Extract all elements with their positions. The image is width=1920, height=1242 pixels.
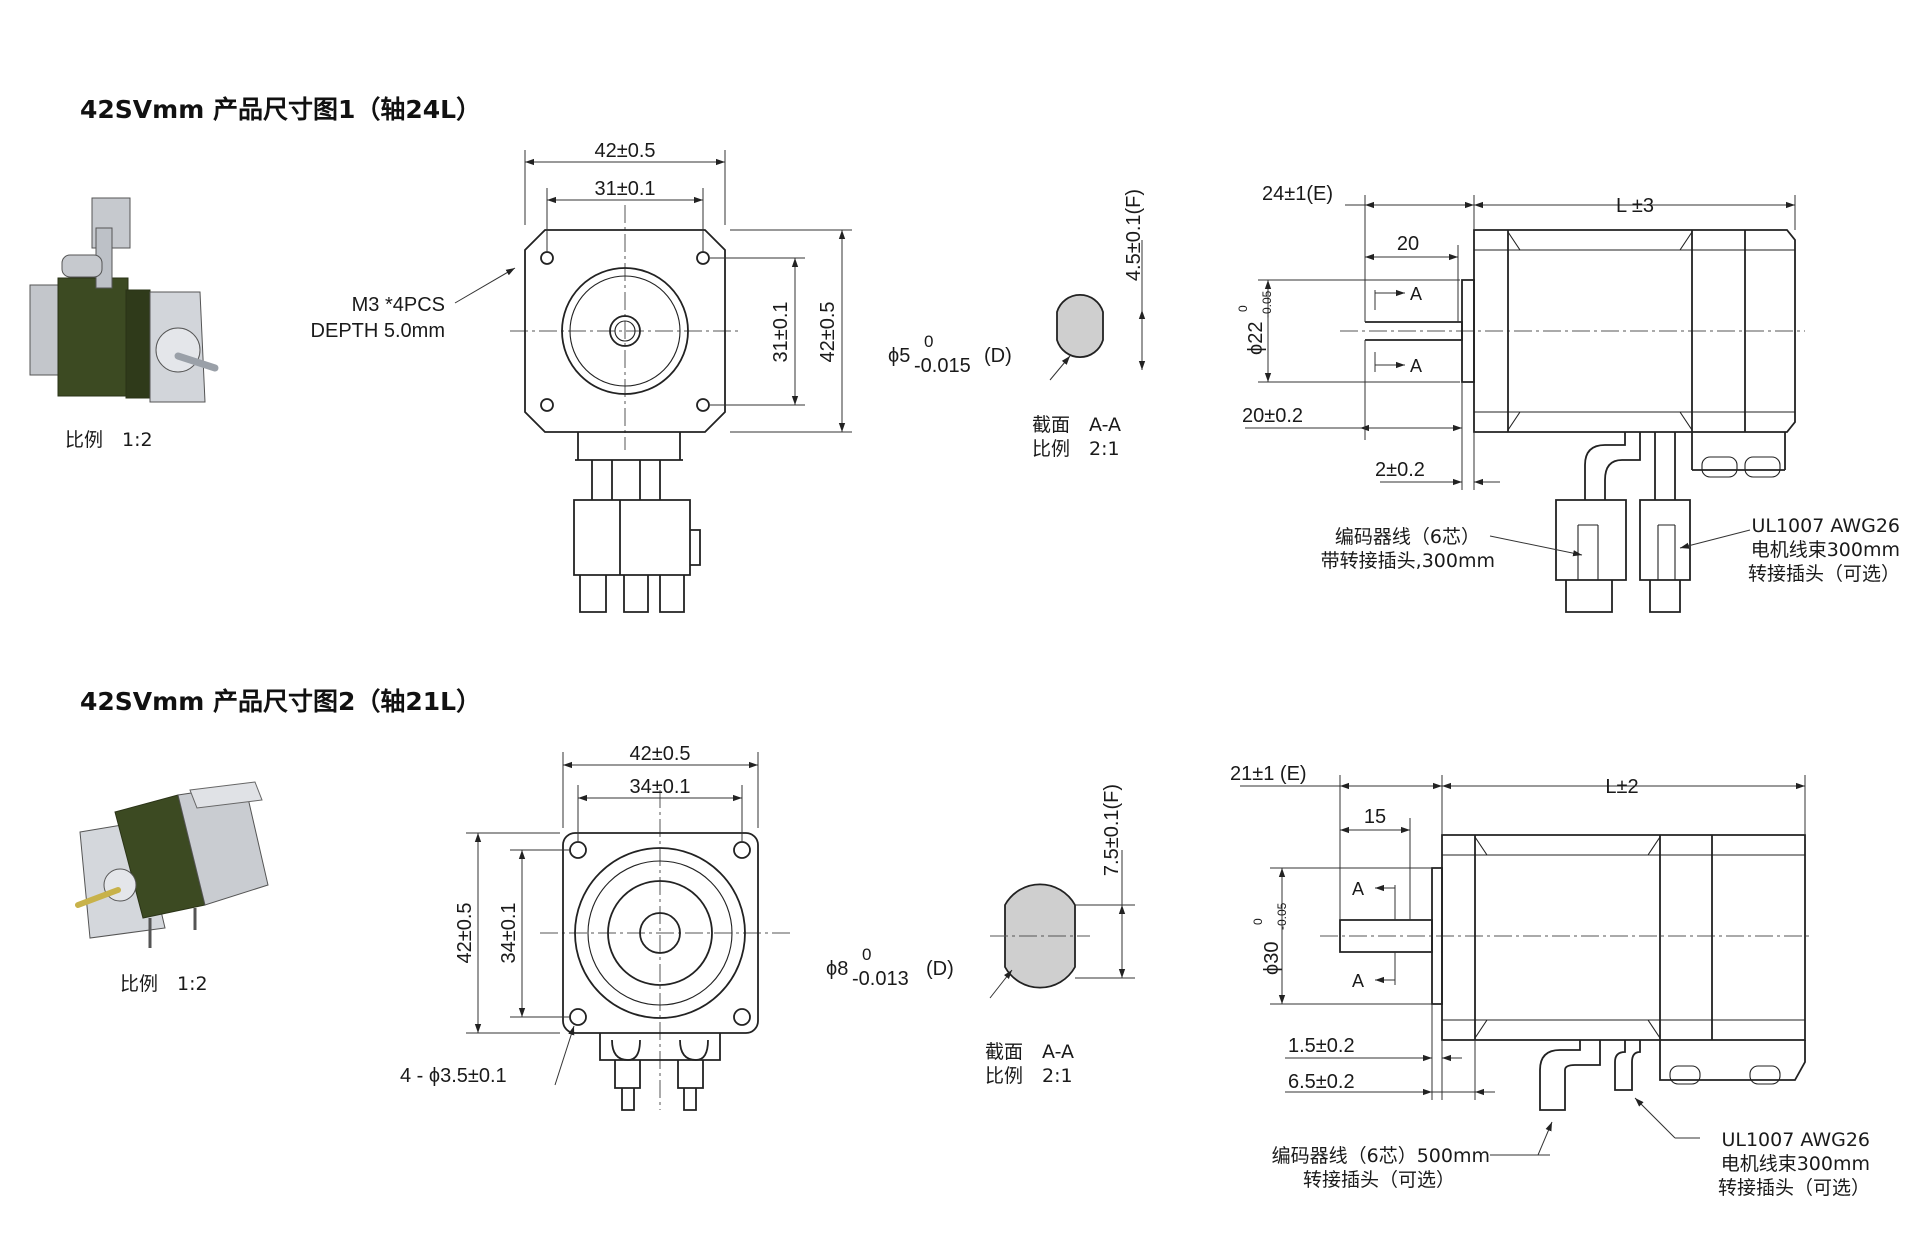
section-1-dia: ϕ5 [888,345,910,367]
dim-hole-spacing-v-1: 31±0.1 [770,301,792,362]
encoder-cable-connector-2: 转接插头（可选） [1303,1169,1455,1191]
encoder-cable-label-2: 编码器线（6芯）500mm [1272,1145,1490,1167]
shaft-section-2 [989,850,1135,999]
drawing-1-title: 42SVmm 产品尺寸图1（轴24L） [80,95,481,124]
dim-2-1: 2±0.2 [1375,459,1425,481]
motor-cable-spec-1: UL1007 AWG26 [1751,515,1900,537]
motor-cable-length-1: 电机线束300mm [1751,539,1900,561]
iso-scale-label-1: 比例 1:2 [65,429,153,451]
dim-65-2: 6.5±0.2 [1288,1071,1355,1093]
section-1-tol-lower: -0.015 [914,355,971,377]
front-view-2-dimensions [466,752,759,1086]
dim-dia-2-tol-upper: 0 [1251,918,1265,925]
motor-cable-connector-2: 转接插头（可选） [1718,1177,1870,1199]
dim-l-1: L ±3 [1616,195,1654,217]
dim-outer-height-2: 42±0.5 [454,902,476,963]
hole-note-depth: DEPTH 5.0mm [311,320,445,342]
iso-scale-label-2: 比例 1:2 [120,973,208,995]
hole-note-2: 4 - ϕ3.5±0.1 [400,1065,507,1087]
section-2-scale: 比例 2:1 [985,1065,1073,1087]
dim-e-1: 24±1(E) [1262,183,1333,205]
dim-l-2: L±2 [1605,776,1638,798]
dim-hole-spacing-v-2: 34±0.1 [498,902,520,963]
motor-cable-length-2: 电机线束300mm [1721,1153,1870,1175]
dim-hole-spacing-1: 31±0.1 [594,178,655,200]
drawing-2-title: 42SVmm 产品尺寸图2（轴21L） [80,687,481,716]
front-view-1 [510,205,740,613]
section-mark-a-bottom-1: A [1410,356,1422,376]
section-mark-a-top-1: A [1410,284,1422,304]
section-2-label: 截面 A-A [985,1041,1074,1063]
section-mark-a-top-2: A [1352,879,1364,899]
dim-dia-2-tol-lower: -0.05 [1275,902,1289,930]
motor-cable-connector-1: 转接插头（可选） [1748,563,1900,585]
dim-15b-2: 1.5±0.2 [1288,1035,1355,1057]
front-view-2 [540,790,790,1111]
encoder-cable-label-1: 编码器线（6芯） [1335,526,1480,548]
section-2-dia-suffix: (D) [926,958,954,980]
dim-outer-width-2: 42±0.5 [629,743,690,765]
dim-e-2: 21±1 (E) [1230,763,1307,785]
dim-outer-height-1: 42±0.5 [817,301,839,362]
dim-dia-1-tol-lower: -0.05 [1260,290,1274,318]
section-1-flat-dim: 4.5±0.1(F) [1123,189,1145,281]
section-2-tol-lower: -0.013 [852,968,909,990]
dim-20-1: 20 [1397,233,1419,255]
dim-dia-2: ϕ30 [1261,942,1283,975]
front-view-1-dimensions [454,150,852,433]
dim-outer-width-1: 42±0.5 [594,140,655,162]
section-1-tol-upper: 0 [924,332,933,351]
motor-3d-render-1 [29,197,219,403]
dim-15-2: 15 [1364,806,1386,828]
dim-20b-1: 20±0.2 [1242,405,1303,427]
dim-hole-spacing-2: 34±0.1 [629,776,690,798]
side-view-2-dimensions [1240,775,1806,1156]
side-view-1-dimensions [1245,195,1796,557]
section-1-dia-suffix: (D) [984,345,1012,367]
section-1-scale: 比例 2:1 [1032,438,1120,460]
encoder-cable-length-1: 带转接插头,300mm [1321,550,1495,572]
section-2-flat-dim: 7.5±0.1(F) [1101,784,1123,876]
motor-cable-spec-2: UL1007 AWG26 [1721,1129,1870,1151]
section-mark-a-bottom-2: A [1352,971,1364,991]
section-1-label: 截面 A-A [1032,414,1121,436]
section-2-tol-upper: 0 [862,945,871,964]
side-view-2 [1320,834,1810,1111]
hole-note-thread: M3 *4PCS [352,294,445,316]
motor-3d-render-2 [75,781,269,948]
dim-dia-1: ϕ22 [1245,322,1267,355]
shaft-section-1 [1049,240,1146,381]
section-2-dia: ϕ8 [826,958,848,980]
dim-dia-1-tol-upper: 0 [1236,305,1250,312]
